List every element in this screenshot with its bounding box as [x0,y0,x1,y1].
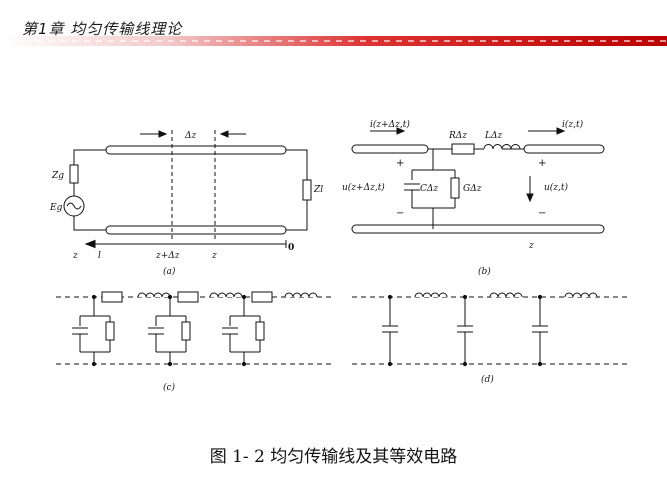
a-eg-label: Eg [49,203,63,213]
b-inductor [483,144,521,150]
b-sub-label: (b) [478,266,491,277]
b-top-right-conductor [523,144,605,154]
b-plus-left: + [396,158,404,169]
figure-a [63,130,312,249]
b-plus-right: + [538,158,546,169]
b-c-label: CΔz [420,184,438,194]
b-u-left: u(z+Δz,t) [342,182,385,193]
chapter-header: 第1章 均匀传输线理论 [0,0,667,50]
d-sub-label: (d) [481,374,494,385]
a-axis-z: z [72,251,78,261]
chapter-title: 第1章 均匀传输线理论 [22,20,183,38]
b-g-label: GΔz [463,184,482,194]
b-minus-right: − [538,208,546,219]
d-cap-3 [532,294,548,367]
b-i-right: i(z,t) [562,119,584,130]
figure-d [352,292,628,367]
c-shunt-1 [72,294,115,367]
a-axis-zero: 0 [288,243,294,253]
b-resistor [451,143,475,155]
b-conductance [450,177,460,199]
top-conductor [105,145,287,155]
c-shunt-3 [222,294,265,367]
a-axis-l: l [98,251,101,261]
d-cap-2 [457,294,473,367]
a-axis-z2: z [211,251,217,261]
figure-b [351,127,605,234]
figure-c [56,291,332,367]
d-cap-1 [382,294,398,367]
transmission-line-figure: Δz Zg Eg Zl z l z+Δz z 0 (a) i(z+Δz,t) i… [49,119,628,393]
c-shunt-2 [148,294,191,367]
a-sub-label: (a) [163,266,176,277]
a-zl-label: Zl [313,185,323,195]
b-top-left-conductor [351,144,429,154]
zl-load [302,179,312,201]
b-i-left: i(z+Δz,t) [370,119,410,130]
a-delta-z-label: Δz [184,131,196,141]
figure-caption: 图 1- 2 均匀传输线及其等效电路 [209,447,458,467]
b-axis-z: z [528,241,534,251]
b-bottom-conductor [351,224,605,234]
b-u-right: u(z,t) [544,182,569,193]
b-minus-left: − [396,208,404,219]
header-bar-stripe [0,40,667,42]
b-l-label: LΔz [484,131,502,141]
a-axis-z-plus-dz: z+Δz [155,251,180,261]
b-r-label: RΔz [448,131,467,141]
a-zg-label: Zg [51,171,64,181]
c-sub-label: (c) [163,382,176,393]
zg-impedance [69,164,79,184]
bottom-conductor [105,225,287,235]
